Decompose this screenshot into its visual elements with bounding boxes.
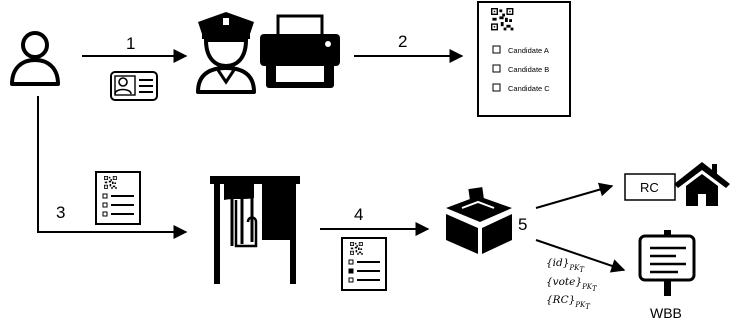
step-2-label: 2: [398, 32, 407, 51]
step-1-label: 1: [126, 34, 135, 53]
receipt-label: RC: [640, 180, 659, 195]
encrypted-values: {id}PKT {vote}PKT {RC}PKT: [546, 257, 598, 311]
encrypted-id-subscript: PK: [568, 264, 580, 272]
encrypted-id-subscript-index: T: [579, 266, 585, 274]
encrypted-rc-subscript-index: T: [585, 303, 591, 311]
board-label: WBB: [650, 305, 682, 321]
ballot-option-c: Candidate C: [492, 83, 550, 93]
arrow-3: [37, 96, 188, 239]
encrypted-vote-subscript: PK: [581, 283, 593, 291]
encrypted-vote: {vote}: [546, 276, 582, 288]
ballot-paper: Candidate A Candidate B Candidate C: [477, 1, 571, 117]
step-4-label: 4: [354, 205, 363, 224]
filled-ballot-icon: [341, 237, 387, 291]
ballot-box-icon: [446, 187, 512, 254]
svg-text:{RC}PKT: {RC}PKT: [546, 294, 591, 311]
house-icon: [674, 162, 730, 206]
arrow-to-receipt: [535, 182, 614, 209]
candidate-c-label: Candidate C: [508, 84, 550, 93]
police-officer-icon: [196, 12, 256, 94]
svg-text:{vote}PKT: {vote}PKT: [546, 276, 598, 293]
receipt-box: RC: [624, 173, 676, 201]
svg-text:{id}PKT: {id}PKT: [546, 257, 585, 274]
ballot-option-b: Candidate B: [492, 64, 549, 74]
encrypted-id: {id}: [546, 257, 569, 269]
qr-code-icon: [491, 8, 514, 31]
encrypted-rc-subscript: PK: [574, 301, 586, 309]
blank-ballot-icon: [95, 171, 141, 225]
voting-booth-icon: [210, 176, 300, 284]
arrow-to-board: [535, 239, 626, 273]
printer-icon: [260, 14, 340, 88]
encrypted-rc: {RC}: [546, 294, 575, 306]
step-3-label: 3: [56, 203, 65, 222]
encrypted-vote-subscript-index: T: [592, 285, 598, 293]
candidate-a-label: Candidate A: [508, 46, 549, 55]
bulletin-board-icon: [638, 230, 696, 296]
ballot-option-a: Candidate A: [492, 45, 549, 55]
step-5-label: 5: [518, 215, 527, 234]
id-card-icon: [110, 71, 158, 101]
candidate-b-label: Candidate B: [508, 65, 549, 74]
voter-icon: [10, 31, 60, 86]
